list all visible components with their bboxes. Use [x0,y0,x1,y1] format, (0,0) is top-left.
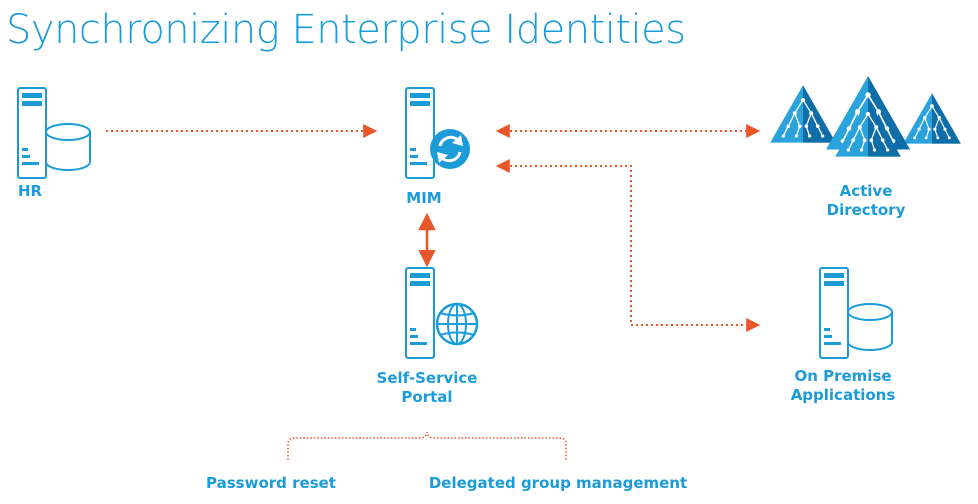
portal-label-line2: Portal [401,388,452,406]
feature-delegated-group-management: Delegated group management [429,474,687,492]
active-directory-label-line1: Active [840,182,893,200]
on-premise-label-line2: Applications [791,386,896,404]
active-directory-pyramids-icon [769,75,962,158]
active-directory-node[interactable]: Active Directory [769,75,962,219]
on-premise-label-line1: On Premise [794,367,891,385]
server-database-icon [17,87,91,179]
server-globe-icon [405,267,479,359]
connector-mim-on-premise [495,159,761,332]
server-database-icon [819,267,893,359]
server-sync-icon [405,87,470,179]
hr-node[interactable]: HR [17,87,91,200]
feature-password-reset: Password reset [206,474,336,492]
portal-node[interactable]: Self-Service Portal [377,267,479,406]
on-premise-node[interactable]: On Premise Applications [791,267,896,404]
portal-label-line1: Self-Service [377,369,478,387]
mim-label: MIM [406,189,441,207]
active-directory-label-line2: Directory [827,201,906,219]
page-title: Synchronizing Enterprise Identities [6,7,686,53]
mim-node[interactable]: MIM [405,87,470,207]
hr-label: HR [18,182,43,200]
feature-bracket [287,431,567,460]
